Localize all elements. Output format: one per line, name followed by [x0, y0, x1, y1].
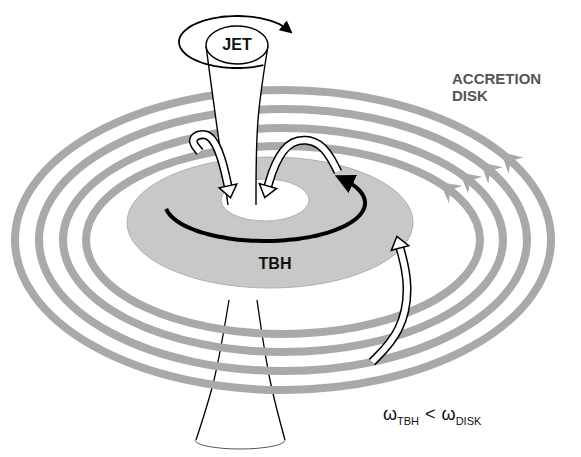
tbh-torus-fill: [127, 157, 413, 288]
disk-ring: [63, 128, 503, 352]
inflow-arrow-head: [259, 184, 276, 198]
disk-arrowhead: [501, 152, 523, 174]
subscript: TBH: [397, 415, 419, 427]
disk-arrowhead: [480, 162, 502, 183]
subscript: DISK: [456, 415, 482, 427]
node-label: JET: [222, 36, 251, 54]
lower-jet-base: [195, 440, 285, 449]
disk-ring: [15, 90, 551, 390]
jet-rotation-arrow: [179, 16, 289, 68]
disk-ring: [86, 146, 480, 334]
angular-velocity-relation: ωTBH<ωDISK: [383, 404, 481, 427]
disk-arrowhead: [460, 173, 482, 194]
disk-arrowhead: [440, 182, 463, 203]
formula-symbol: <: [425, 404, 436, 424]
formula-symbol: ω: [383, 404, 397, 424]
jet-top-ellipse: JET: [205, 25, 269, 65]
formula-symbol: ω: [442, 404, 456, 424]
node-label: TBH: [259, 255, 292, 273]
disk-label: ACCRETION DISK: [452, 70, 567, 104]
disk-ring: [39, 109, 527, 371]
jet-top-outline: [206, 26, 268, 64]
